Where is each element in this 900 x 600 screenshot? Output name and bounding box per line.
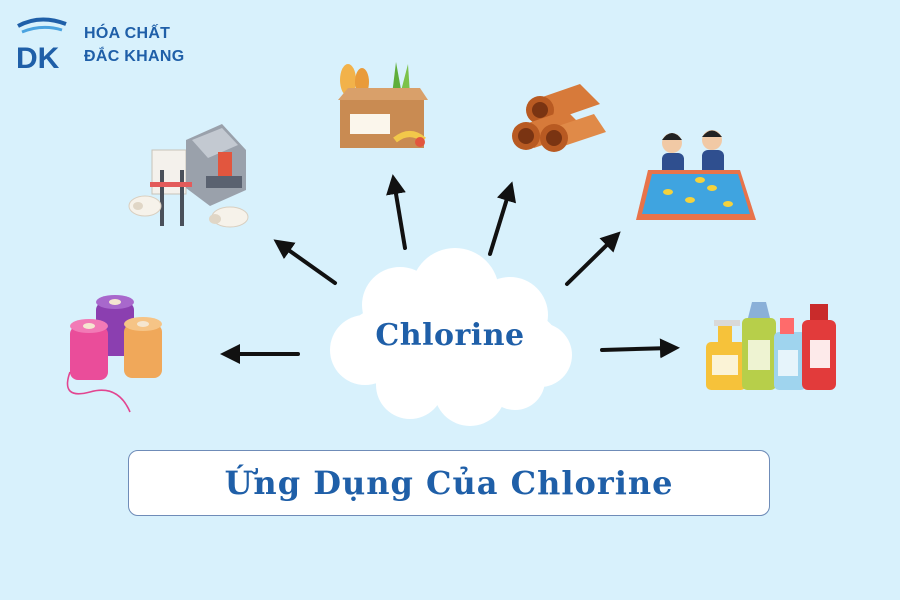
fish-farming-icon: [636, 130, 756, 220]
title-banner: Ứng Dụng Của Chlorine: [128, 450, 770, 516]
arrow-to-paper: [273, 239, 337, 285]
arrow-to-detergent: [600, 338, 680, 359]
thread-spools-icon: [66, 295, 162, 413]
company-logo-icon: DK: [16, 17, 67, 75]
logo-monogram: DK: [16, 42, 60, 75]
arrow-to-pipes: [488, 181, 517, 256]
arrow-to-food: [386, 174, 407, 250]
center-label: Chlorine: [375, 318, 525, 353]
arrow-to-aquaculture: [565, 231, 621, 286]
pvc-pipes-icon: [512, 84, 606, 152]
banner-title: Ứng Dụng Của Chlorine: [224, 464, 674, 502]
food-box-icon: [338, 62, 428, 148]
brand-logo: HÓA CHẤT ĐẮC KHANG: [14, 16, 214, 72]
cleaning-bottles-icon: [706, 302, 836, 390]
cloud-shape: [330, 248, 572, 426]
brand-name-line2: ĐẮC KHANG: [84, 48, 185, 65]
brand-name-line1: HÓA CHẤT: [84, 25, 171, 42]
paper-machine-icon: [128, 124, 249, 228]
